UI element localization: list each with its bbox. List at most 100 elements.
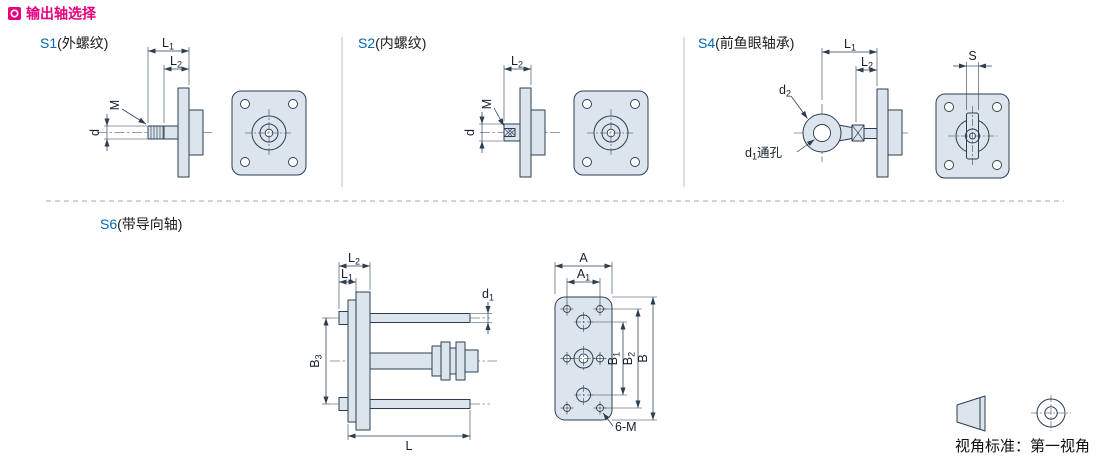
s6-dim-l2: L2 [338,251,371,309]
s6-dim-a: A [554,251,613,294]
section-s6: S6(带导向轴) L2 [100,216,657,453]
dim-label-a: A [579,251,588,265]
page-title: 输出轴选择 [26,6,97,22]
dim-label-d2: d2 [779,83,791,99]
flange-plate [519,87,532,178]
stud-shaft [863,128,878,139]
dim-label-m: M [108,100,122,110]
flange-hub [188,109,204,156]
s1-side-view: L1 L2 M d [88,36,213,178]
s2-dim-l2: L2 [503,54,532,121]
corner-hole [944,160,954,170]
corner-hole [582,99,592,109]
view-standard-note: 视角标准：第一视角 [955,437,1090,455]
external-thread-ticks [150,126,165,139]
dim-label-b3: B3 [308,354,324,367]
dim-label-d1-hole: d1通孔 [745,146,782,162]
dim-label-m: M [480,99,494,109]
s2-section-label: S2(内螺纹) [358,35,426,51]
s4-dim-d2: d2 [779,83,808,119]
flange-plate [177,87,190,178]
dim-label-s: S [968,49,976,63]
dim-label-l2: L2 [861,55,873,71]
section-s2: S2(内螺纹) L2 [358,35,649,178]
s4-section-label: S4(前鱼眼轴承) [698,35,794,51]
dim-label-d1: d1 [482,287,494,303]
guide-rod-top [369,313,471,323]
title-bullet-icon [8,7,21,20]
page-header: 输出轴选择 [8,6,97,22]
dim-label-6m: 6-M [615,420,637,434]
dim-label-d: d [463,129,477,136]
dim-label-l2: L2 [511,54,523,70]
s4-dim-s: S [953,49,992,110]
s1-front-view [231,90,307,176]
s2-dim-d: d [463,112,503,153]
section-s4: S4(前鱼眼轴承) L1 [698,35,1010,179]
s1-dim-d: d [88,114,147,151]
center-shaft [369,352,433,370]
wrench-flats [851,124,865,142]
section-s1: S1(外螺纹) L1 [40,35,307,178]
s2-dim-m: M [480,99,505,127]
s4-front-view: S [935,49,1010,179]
s6-dim-d1: d1 [471,287,494,334]
flange-hub [887,109,903,156]
dim-label-b: B [636,354,650,362]
s1-dim-m: M [108,100,147,125]
dim-label-a1: A1 [577,267,590,283]
corner-hole [288,157,298,167]
s6-dim-6m: 6-M [602,412,637,434]
s6-dim-b3: B3 [308,317,330,405]
guide-rod-bottom [369,399,471,409]
s6-front-view: A A1 B1 B2 [554,251,657,434]
corner-hole [288,99,298,109]
s6-dim-b2: B2 [604,308,642,409]
corner-hole [944,102,954,112]
corner-hole [240,157,250,167]
section-dividers [46,37,1064,202]
s2-front-view [573,90,649,176]
dim-label-l2: L2 [170,54,182,70]
internal-thread-hatch [503,128,516,137]
dim-label-l2: L2 [348,251,360,267]
screw-head [338,311,349,325]
corner-hole [992,160,1002,170]
dim-label-d: d [88,129,102,136]
s6-dim-b1: B1 [591,321,627,396]
s6-dim-l: L [347,410,471,453]
s4-dim-d1-hole: d1通孔 [745,139,815,162]
corner-hole [240,99,250,109]
s6-dim-b: B [612,296,657,421]
s1-dim-l2: L2 [163,54,189,123]
flange-plate [355,291,371,431]
s1-dim-l1: L1 [147,36,190,123]
frustum-symbol-icon [956,395,986,432]
title-bullet-ring-icon [10,9,19,18]
s2-side-view: L2 M d [463,54,560,178]
s4-dim-l2: L2 [855,55,877,122]
corner-hole [630,99,640,109]
shaft-coupler [431,341,479,381]
screw-head [338,397,349,411]
s1-section-label: S1(外螺纹) [40,35,108,51]
corner-hole [630,157,640,167]
corner-hole [992,102,1002,112]
s6-dim-l1: L1 [339,267,357,297]
flange-hub [530,109,546,156]
dim-label-b2: B2 [621,352,637,365]
s4-dim-l1: L1 [821,37,878,100]
s6-dim-a1: A1 [566,267,601,303]
dim-label-l1: L1 [844,37,856,53]
dim-label-l1: L1 [162,36,174,52]
eye-through-hole [813,124,831,142]
projection-standard: 视角标准：第一视角 [955,395,1090,455]
s6-section-label: S6(带导向轴) [100,216,182,232]
flange-plate [876,88,889,178]
s4-side-view: L1 L2 d2 d1通孔 [745,37,908,178]
dim-label-l: L [406,439,413,453]
s6-side-view: L2 L1 d1 B3 [308,251,497,453]
dim-label-b1: B1 [606,352,622,365]
